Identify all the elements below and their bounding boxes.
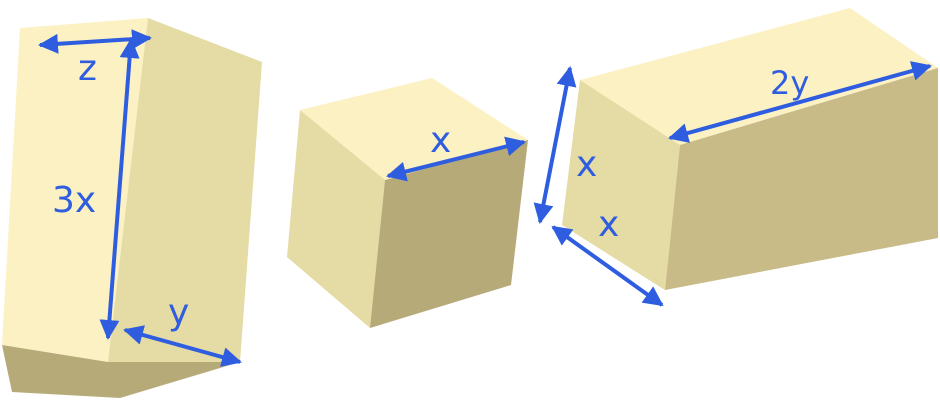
tall-box-height-label: 3x: [52, 180, 96, 221]
cube-left-face: [287, 110, 385, 328]
long-box-length-label: 2y: [770, 64, 809, 102]
long-box-height-label: x: [576, 144, 597, 185]
long-box: x x 2y: [533, 8, 938, 307]
long-box-length-arrow: [668, 61, 932, 143]
tall-box-depth-label: z: [78, 48, 97, 89]
tall-box: z 3x y: [2, 18, 262, 398]
tall-box-width-arrow: [123, 325, 242, 367]
tall-box-bottom-face: [2, 345, 240, 398]
tall-box-width-label: y: [168, 292, 189, 333]
cube-right-face: [370, 140, 528, 328]
long-box-depth-arrow: [551, 225, 664, 307]
cube: x: [287, 78, 528, 328]
tall-box-side-face: [108, 18, 262, 362]
tall-box-height-arrow: [99, 38, 140, 340]
cube-edge-arrow: [386, 136, 526, 182]
cube-edge-label: x: [430, 120, 451, 161]
long-box-depth-label: x: [598, 204, 619, 245]
long-box-height-arrow: [533, 66, 577, 224]
